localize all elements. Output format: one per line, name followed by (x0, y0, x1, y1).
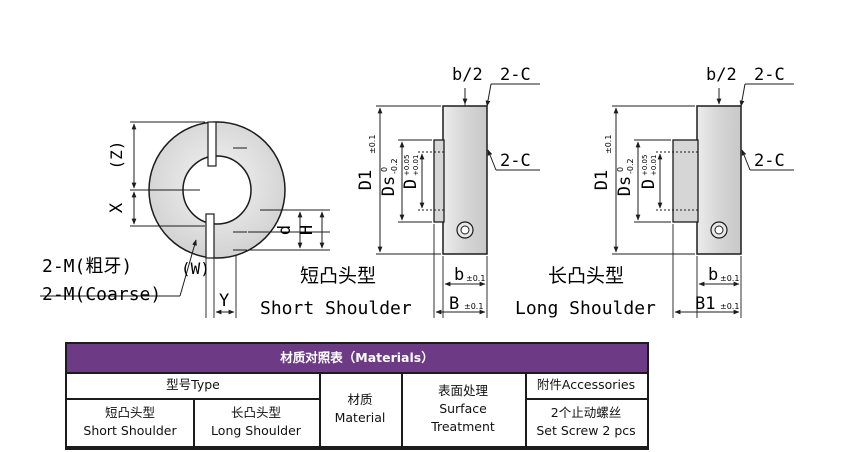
dim-z-label: (Z) (107, 141, 126, 170)
type-header: 型号Type (67, 372, 319, 398)
short-bigb-label: B (449, 294, 459, 314)
short-d1-tol: ±0.1 (368, 135, 377, 154)
dim-x-label: X (107, 202, 127, 213)
short-d1-label: D1 (356, 170, 376, 190)
long-title-cn: 长凸头型 (548, 265, 624, 287)
long-shoulder-cell: 长凸头型 Long Shoulder (193, 398, 319, 446)
dim-h-label: H (297, 225, 317, 235)
accessories-header: 附件Accessories (525, 372, 647, 398)
long-en: Long Shoulder (211, 423, 301, 438)
material-cn: 材质 (347, 391, 373, 407)
technical-drawing: (Z) X d H (W) Y 2-M(粗牙) 2-M(Coarse) (40, 65, 794, 319)
long-shoulder (672, 139, 699, 223)
short-title-cn: 短凸头型 (300, 265, 376, 287)
short-shoulder (433, 139, 445, 223)
dim-d-label: d (275, 225, 295, 235)
materials-table: 材质对照表（Materials） 型号Type 短凸头型 Short Shoul… (65, 342, 649, 450)
long-d1-tol: ±0.1 (604, 135, 613, 154)
long-chamfer-top: 2-C (754, 65, 785, 85)
acc-en: Set Screw 2 pcs (536, 423, 636, 438)
acc-cn: 2个止动螺丝 (550, 404, 622, 420)
thread-note-fine: 2-M(粗牙) (42, 256, 132, 277)
short-chamfer-top: 2-C (500, 65, 531, 85)
long-chamfer-side: 2-C (754, 151, 785, 171)
front-view: (Z) X d H (W) Y 2-M(粗牙) 2-M(Coarse) (40, 121, 330, 318)
short-chamfer-side: 2-C (500, 151, 531, 171)
long-ds-label: Ds (615, 176, 635, 196)
long-b2-label: b/2 (706, 65, 737, 85)
long-bigb-label: B1 (695, 294, 715, 314)
accessories-cell: 2个止动螺丝 Set Screw 2 pcs (525, 398, 647, 446)
short-d-tol-upper: +0.05 (403, 155, 411, 176)
surface-header: 表面处理 Surface Treatment (401, 372, 525, 446)
long-d-tol-upper: +0.05 (641, 155, 649, 176)
surface-en2: Treatment (431, 419, 495, 435)
collar-split (205, 213, 215, 259)
long-shoulder-view: b/2 2-C 2-C D1 ±0.1 Ds 0 -0.2 D +0.05 +0… (515, 65, 794, 319)
short-d-label: D (401, 179, 421, 189)
short-cn: 短凸头型 (104, 404, 155, 420)
short-ds-tol-upper: 0 (380, 167, 389, 172)
short-bigb-tol: ±0.1 (464, 302, 483, 311)
thread-note-coarse: 2-M(Coarse) (42, 284, 161, 305)
surface-cn: 表面处理 (437, 382, 488, 398)
short-en: Short Shoulder (83, 423, 177, 438)
short-shoulder-cell: 短凸头型 Short Shoulder (67, 398, 193, 446)
long-title-en: Long Shoulder (515, 298, 656, 319)
long-ds-tol-lower: -0.2 (626, 158, 635, 174)
short-title-en: Short Shoulder (260, 298, 412, 319)
dim-w-label: (W) (181, 259, 210, 278)
long-bigb-tol: ±0.1 (720, 302, 739, 311)
short-ds-tol-lower: -0.2 (390, 158, 399, 174)
dim-y-label: Y (219, 291, 229, 311)
long-b-label: b (708, 265, 718, 285)
short-b-tol: ±0.1 (466, 274, 485, 283)
accessories-text: 附件Accessories (536, 376, 636, 392)
collar-slot (207, 121, 217, 167)
short-b-label: b (454, 265, 464, 285)
long-b-tol: ±0.1 (720, 274, 739, 283)
short-shoulder-view: b/2 2-C 2-C D1 ±0.1 Ds 0 -0.2 D +0.05 +0… (260, 65, 540, 319)
material-en: Material (334, 410, 386, 425)
long-d-tol-lower: +0.01 (650, 155, 658, 176)
short-b2-label: b/2 (452, 65, 483, 85)
table-title: 材质对照表（Materials） (67, 344, 647, 372)
long-d1-label: D1 (592, 170, 612, 190)
surface-en1: Surface (439, 400, 487, 416)
material-header: 材质 Material (319, 372, 401, 446)
short-d-tol-lower: +0.01 (412, 155, 420, 176)
long-d-label: D (639, 179, 659, 189)
short-ds-label: Ds (379, 176, 399, 196)
long-ds-tol-upper: 0 (616, 167, 625, 172)
long-cn: 长凸头型 (230, 404, 281, 420)
type-header-text: 型号Type (166, 376, 220, 392)
